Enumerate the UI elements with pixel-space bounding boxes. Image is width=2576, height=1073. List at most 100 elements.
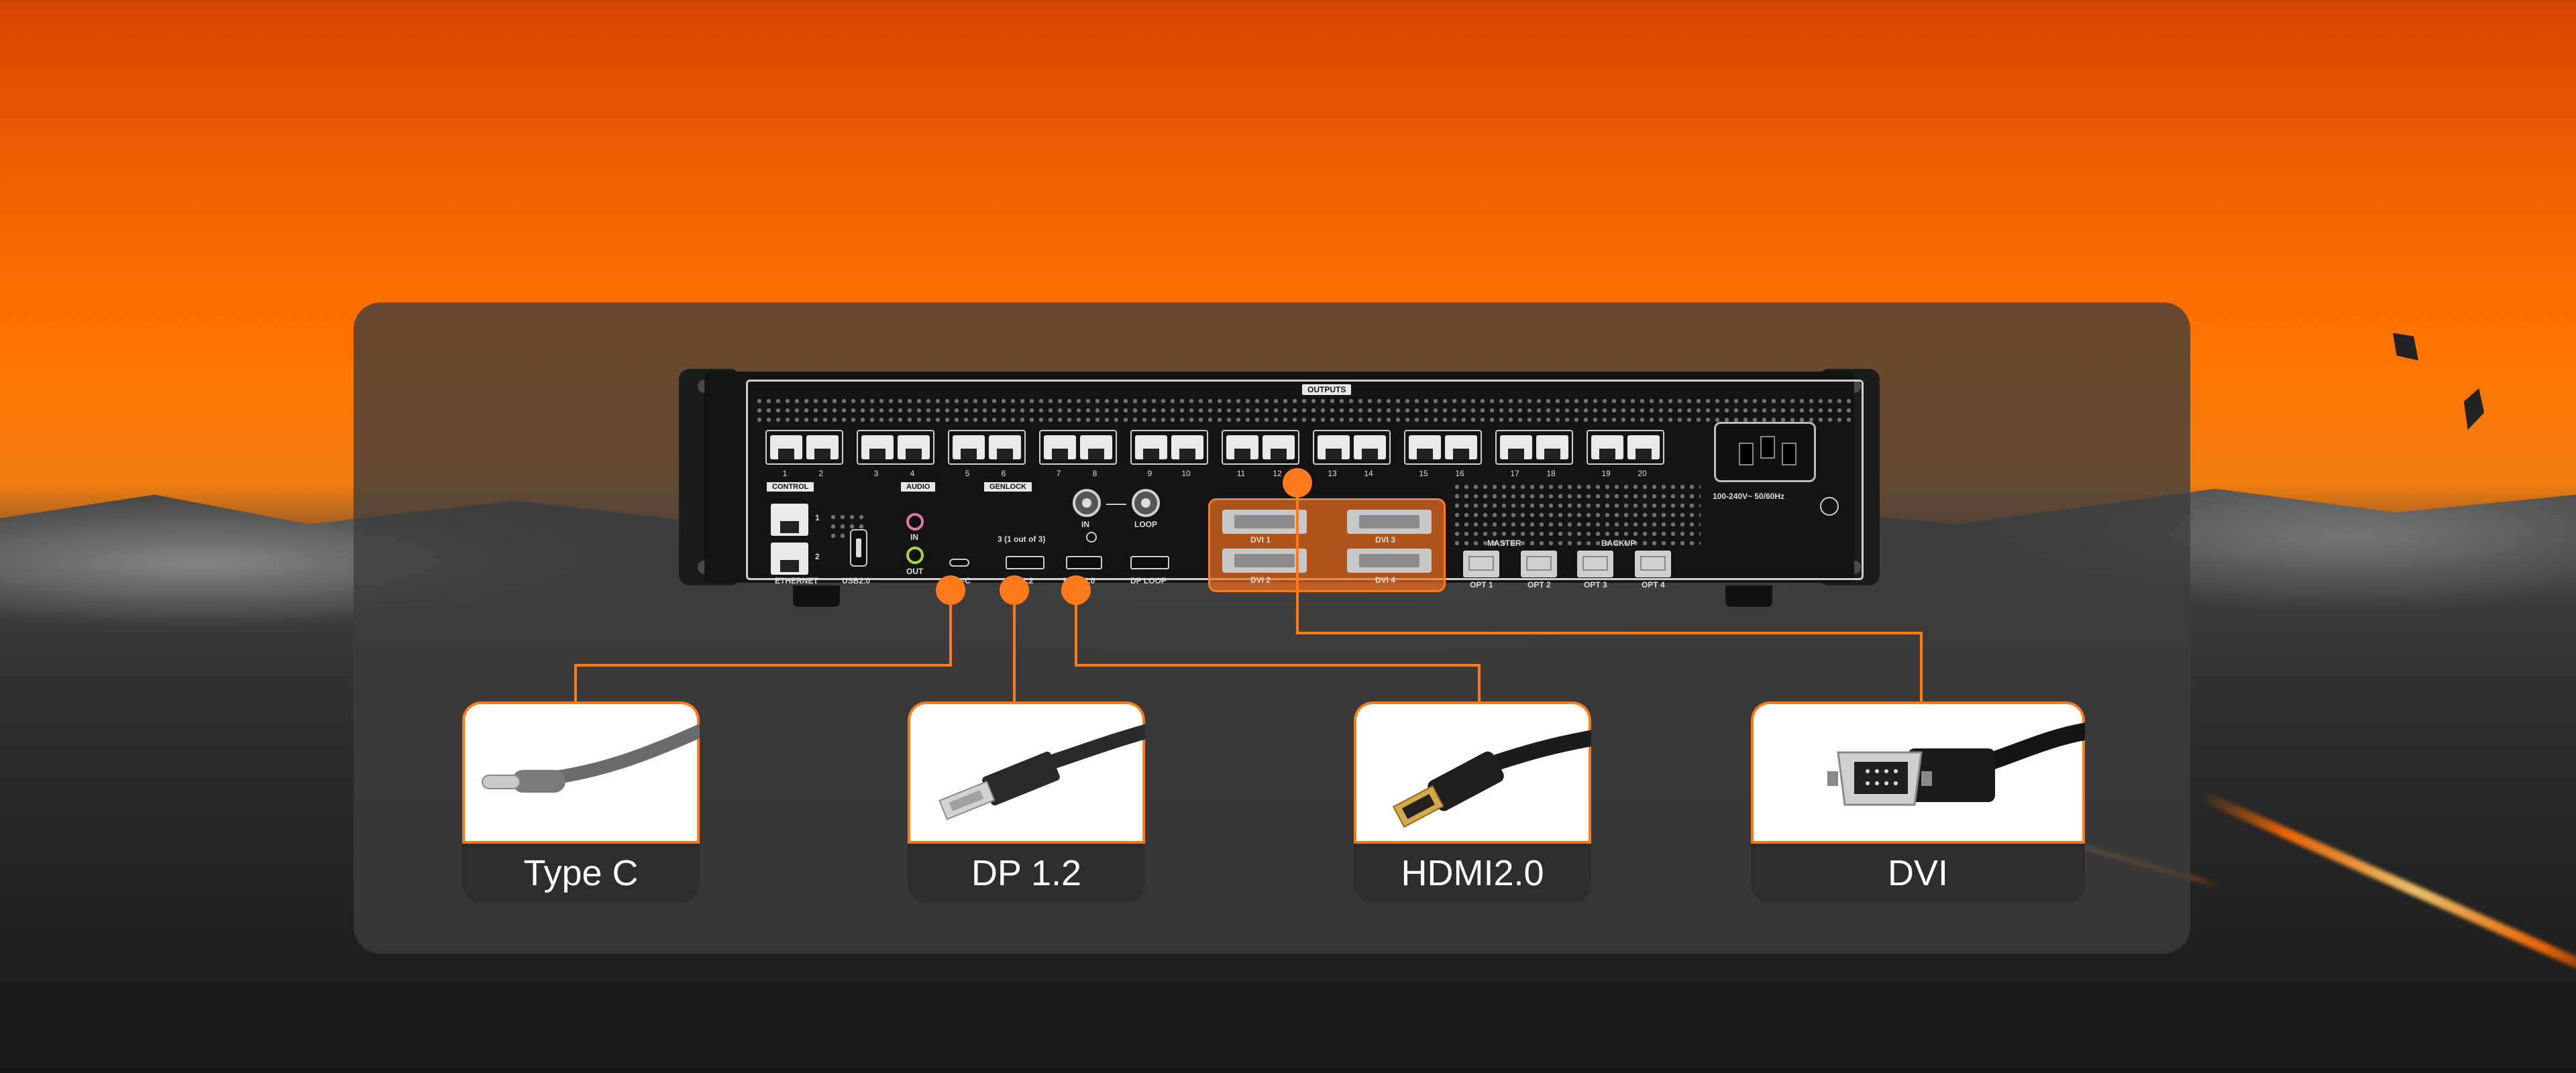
dvi-port[interactable]	[1347, 510, 1432, 534]
dvi-port-label: DVI 2	[1250, 575, 1271, 585]
dvi-highlight: DVI 1 DVI 3 DVI 2 DVI 4	[1208, 498, 1446, 592]
output-port-pair[interactable]	[1404, 430, 1482, 465]
genlock-in-label: IN	[1081, 520, 1089, 529]
input-indicator	[1086, 532, 1097, 543]
outputs-label: OUTPUTS	[1302, 384, 1352, 395]
genlock-link-line	[1106, 504, 1126, 505]
usb-c-cable-icon	[482, 724, 700, 793]
output-number: 8	[1092, 469, 1097, 478]
connector-image	[908, 701, 1145, 841]
master-label: MASTER	[1487, 539, 1521, 548]
output-port-pair[interactable]	[765, 430, 843, 465]
connector-image	[1354, 701, 1591, 841]
connector-image	[462, 701, 700, 841]
type-c-input-port[interactable]	[949, 559, 969, 567]
audio-in-label: IN	[910, 532, 918, 542]
hdmi-input-port[interactable]	[1066, 556, 1102, 569]
type-c-input-label: Type-C	[944, 576, 971, 585]
floating-rock	[2456, 385, 2491, 433]
genlock-loop-bnc[interactable]	[1132, 489, 1160, 517]
output-number: 17	[1510, 469, 1519, 478]
hdmi-cable-icon	[1392, 730, 1591, 828]
output-port-pair[interactable]	[1222, 430, 1299, 465]
ethernet-port[interactable]	[771, 543, 808, 575]
audio-out-jack[interactable]	[906, 547, 924, 564]
output-port-pair[interactable]	[1039, 430, 1117, 465]
device-foot	[793, 585, 840, 607]
connector-label: HDMI2.0	[1354, 841, 1591, 903]
output-ports-row: 1 2 3 4 5 6 7 8 9 10 11 12 13 14 15 16 1…	[765, 430, 1684, 478]
output-port-pair[interactable]	[948, 430, 1026, 465]
connector-label: DP 1.2	[908, 841, 1145, 903]
dvi-cable-icon	[1827, 722, 2085, 806]
opt-port-label: OPT 2	[1527, 580, 1551, 589]
output-number: 16	[1455, 469, 1464, 478]
output-number: 2	[818, 469, 824, 478]
dp-input-label: DP1.2	[1011, 576, 1034, 585]
output-port-pair[interactable]	[1313, 430, 1391, 465]
connector-card-hdmi[interactable]: HDMI2.0	[1354, 701, 1591, 903]
output-number: 1	[782, 469, 788, 478]
output-number: 10	[1181, 469, 1191, 478]
power-rating: 100-240V~ 50/60Hz	[1713, 492, 1785, 501]
floating-rock	[2386, 325, 2424, 369]
control-label: CONTROL	[767, 482, 814, 492]
dp-loop-port[interactable]	[1130, 556, 1169, 569]
opt-port[interactable]	[1577, 551, 1613, 577]
output-number: 9	[1147, 469, 1152, 478]
output-port-pair[interactable]	[857, 430, 934, 465]
output-number: 4	[910, 469, 915, 478]
ethernet-port-number: 2	[815, 552, 820, 561]
hdmi-input-label: HDMI2.0	[1063, 576, 1095, 585]
output-port-pair[interactable]	[1587, 430, 1664, 465]
output-number: 3	[873, 469, 879, 478]
rear-face: OUTPUTS 1 2 3 4 5 6 7 8 9	[746, 380, 1864, 592]
output-number: 15	[1419, 469, 1428, 478]
opt-port[interactable]	[1521, 551, 1557, 577]
connector-card-dvi[interactable]: DVI	[1751, 701, 2085, 903]
backup-label: BACKUP	[1601, 539, 1636, 548]
output-number: 11	[1236, 469, 1246, 478]
output-number: 7	[1056, 469, 1061, 478]
device-foot	[1725, 585, 1772, 607]
audio-label: AUDIO	[901, 482, 936, 492]
output-number: 6	[1001, 469, 1006, 478]
chassis: OUTPUTS 1 2 3 4 5 6 7 8 9	[704, 372, 1864, 592]
ground-icon	[1820, 497, 1839, 516]
dvi-port[interactable]	[1347, 549, 1432, 573]
vent-grille	[755, 396, 1855, 426]
usb-port[interactable]	[850, 529, 867, 567]
connector-card-type-c[interactable]: Type C	[462, 701, 700, 903]
dvi-port[interactable]	[1222, 510, 1307, 534]
opt-port[interactable]	[1635, 551, 1671, 577]
usb-label: USB2.0	[842, 576, 871, 585]
genlock-in-bnc[interactable]	[1073, 489, 1101, 517]
output-number: 12	[1273, 469, 1282, 478]
dp-input-port[interactable]	[1006, 556, 1044, 569]
video-processor-rear-panel: OUTPUTS 1 2 3 4 5 6 7 8 9	[679, 369, 1880, 607]
connector-image	[1751, 701, 2085, 841]
connector-label: Type C	[462, 841, 700, 903]
output-port-pair[interactable]	[1495, 430, 1573, 465]
opt-port-label: OPT 4	[1642, 580, 1665, 589]
opt-port[interactable]	[1463, 551, 1499, 577]
power-inlet[interactable]	[1714, 422, 1816, 482]
output-port-pair[interactable]	[1130, 430, 1208, 465]
dvi-port-label: DVI 3	[1375, 535, 1396, 545]
dp-loop-label: DP LOOP	[1130, 576, 1167, 585]
dvi-port[interactable]	[1222, 549, 1307, 573]
output-number: 5	[965, 469, 970, 478]
opt-port-label: OPT 1	[1470, 580, 1493, 589]
connector-card-dp[interactable]: DP 1.2	[908, 701, 1145, 903]
audio-in-jack[interactable]	[906, 513, 924, 530]
dvi-port-label: DVI 4	[1375, 575, 1396, 585]
displayport-cable-icon	[938, 724, 1145, 820]
ethernet-label: ETHERNET	[775, 576, 818, 585]
ethernet-port[interactable]	[771, 504, 808, 536]
genlock-label: GENLOCK	[984, 482, 1032, 492]
output-number: 19	[1601, 469, 1611, 478]
output-number: 18	[1546, 469, 1556, 478]
dvi-port-label: DVI 1	[1250, 535, 1271, 545]
genlock-loop-label: LOOP	[1134, 520, 1158, 529]
ethernet-port-number: 1	[815, 513, 820, 522]
